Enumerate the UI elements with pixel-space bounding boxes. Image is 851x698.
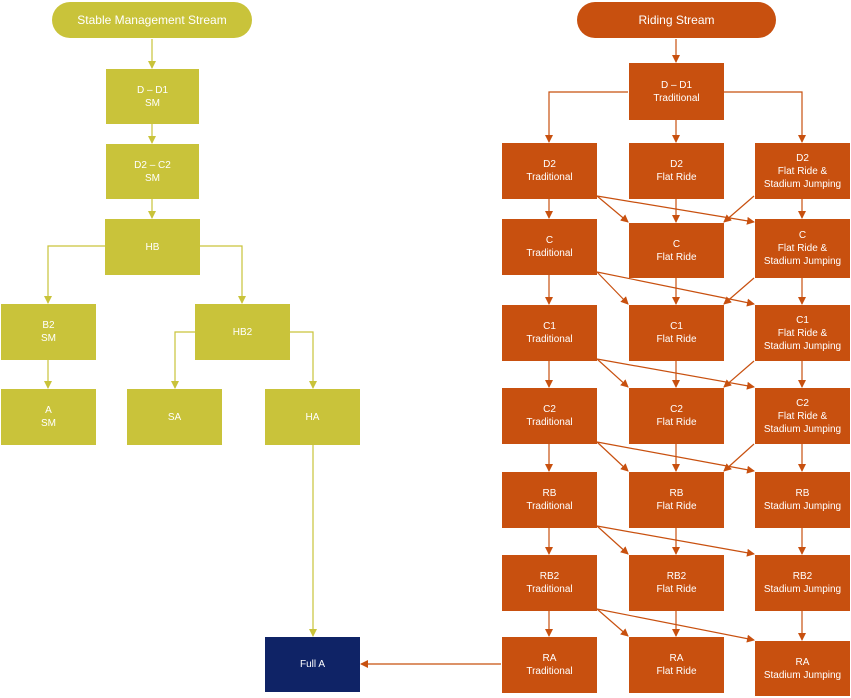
node-sublabel: SM (145, 97, 160, 109)
node-label: D2 (543, 159, 556, 170)
node-label: RB (669, 488, 684, 499)
node-sublabel: Stadium Jumping (763, 340, 842, 352)
node-sublabel: Flat Ride & (777, 165, 828, 177)
node-riding-flat-ride: D2 Flat Ride (629, 143, 724, 199)
node-riding-flat-ride: C1 Flat Ride (629, 305, 724, 361)
node-label: D2 (670, 159, 683, 170)
node-stable-hb: HB (105, 219, 200, 275)
node-stable-sa: SA (127, 389, 222, 445)
node-label: A (45, 405, 52, 416)
node-full-a: Full A (265, 637, 360, 692)
node-label: D2 – C2 (134, 159, 171, 171)
riding-stream-title: Riding Stream (577, 2, 776, 38)
node-label: Full A (299, 659, 325, 670)
node-riding-stadium-jumping: RA Stadium Jumping (755, 641, 850, 696)
node-label: C1 (796, 314, 809, 326)
node-label: C (545, 235, 554, 246)
stable-stream-title-text: Stable Management Stream (77, 12, 227, 27)
node-sublabel: Flat Ride (656, 172, 697, 183)
node-stable-d-d1: D – D1 SM (106, 69, 199, 124)
node-label: RA (795, 656, 810, 668)
node-sublabel: Flat Ride (656, 251, 697, 263)
node-sublabel: Traditional (526, 334, 573, 345)
node-riding-traditional: D2 Traditional (502, 143, 597, 199)
node-riding-flat-ride: RB2 Flat Ride (629, 555, 724, 611)
node-sublabel: Traditional (526, 666, 573, 677)
node-sublabel: Traditional (526, 584, 573, 595)
riding-connectors (360, 39, 806, 668)
node-label: B2 (42, 320, 55, 331)
node-stable-hb2: HB2 (195, 304, 290, 360)
node-sublabel: Stadium Jumping (763, 501, 842, 512)
node-label: C (672, 238, 681, 250)
node-label: D – D1 (136, 84, 169, 96)
node-riding-traditional: RA Traditional (502, 637, 597, 693)
node-sublabel: Flat Ride (656, 501, 697, 512)
node-label: D – D1 (660, 79, 693, 91)
node-label: RA (542, 653, 557, 664)
node-sublabel: SM (145, 172, 160, 184)
node-stable-d2-c2: D2 – C2 SM (106, 144, 199, 199)
node-sublabel: Stadium Jumping (763, 178, 842, 190)
node-stable-a: A SM (1, 389, 96, 445)
stable-connectors (44, 39, 317, 637)
node-label: C2 (543, 404, 556, 415)
node-sublabel: Stadium Jumping (763, 256, 842, 267)
node-label: C2 (796, 397, 809, 409)
node-riding-d-d1: D – D1 Traditional (629, 63, 724, 120)
node-label: HA (305, 411, 320, 423)
node-sublabel: Flat Ride & (777, 243, 828, 254)
node-sublabel: Traditional (653, 92, 700, 104)
node-label: C2 (670, 404, 683, 415)
node-riding-stadium-jumping: C Flat Ride & Stadium Jumping (755, 219, 850, 278)
node-sublabel: SM (41, 333, 56, 344)
node-label: RB2 (539, 571, 560, 582)
node-riding-stadium-jumping: C1 Flat Ride & Stadium Jumping (755, 305, 850, 361)
node-label: RA (669, 653, 684, 664)
node-sublabel: Flat Ride & (777, 410, 828, 422)
stable-stream-title: Stable Management Stream (52, 2, 252, 38)
node-sublabel: Traditional (526, 172, 573, 183)
node-riding-flat-ride: RB Flat Ride (629, 472, 724, 528)
node-riding-flat-ride: RA Flat Ride (629, 637, 724, 693)
node-label: RB (795, 488, 810, 499)
node-label: C (798, 230, 807, 241)
node-sublabel: SM (41, 418, 56, 429)
node-riding-stadium-jumping: RB2 Stadium Jumping (755, 555, 850, 611)
node-riding-stadium-jumping: RB Stadium Jumping (755, 472, 850, 528)
node-label: SA (167, 411, 182, 423)
node-riding-flat-ride: C2 Flat Ride (629, 388, 724, 444)
node-riding-stadium-jumping: D2 Flat Ride & Stadium Jumping (755, 143, 850, 199)
node-sublabel: Flat Ride (656, 666, 697, 677)
node-sublabel: Flat Ride & (777, 327, 828, 339)
node-riding-flat-ride: C Flat Ride (629, 223, 724, 278)
node-label: C1 (670, 321, 683, 332)
node-sublabel: Flat Ride (656, 417, 697, 428)
node-riding-traditional: C Traditional (502, 219, 597, 275)
node-sublabel: Stadium Jumping (763, 423, 842, 435)
node-label: HB2 (232, 326, 253, 338)
node-riding-traditional: RB2 Traditional (502, 555, 597, 611)
node-stable-b2: B2 SM (1, 304, 96, 360)
node-sublabel: Stadium Jumping (763, 584, 842, 595)
node-sublabel: Traditional (526, 501, 573, 512)
node-label: RB2 (666, 571, 687, 582)
node-riding-traditional: RB Traditional (502, 472, 597, 528)
node-sublabel: Traditional (526, 417, 573, 428)
node-riding-traditional: C2 Traditional (502, 388, 597, 444)
node-riding-stadium-jumping: C2 Flat Ride & Stadium Jumping (755, 388, 850, 444)
node-stable-ha: HA (265, 389, 360, 445)
node-sublabel: Flat Ride (656, 584, 697, 595)
riding-stream-title-text: Riding Stream (638, 12, 715, 27)
node-sublabel: Traditional (526, 248, 573, 259)
node-sublabel: Stadium Jumping (763, 669, 842, 681)
node-label: HB (145, 241, 160, 253)
node-sublabel: Flat Ride (656, 334, 697, 345)
node-label: RB2 (792, 571, 813, 582)
node-label: D2 (796, 152, 809, 164)
node-label: RB (542, 488, 557, 499)
node-label: C1 (543, 321, 556, 332)
node-riding-traditional: C1 Traditional (502, 305, 597, 361)
